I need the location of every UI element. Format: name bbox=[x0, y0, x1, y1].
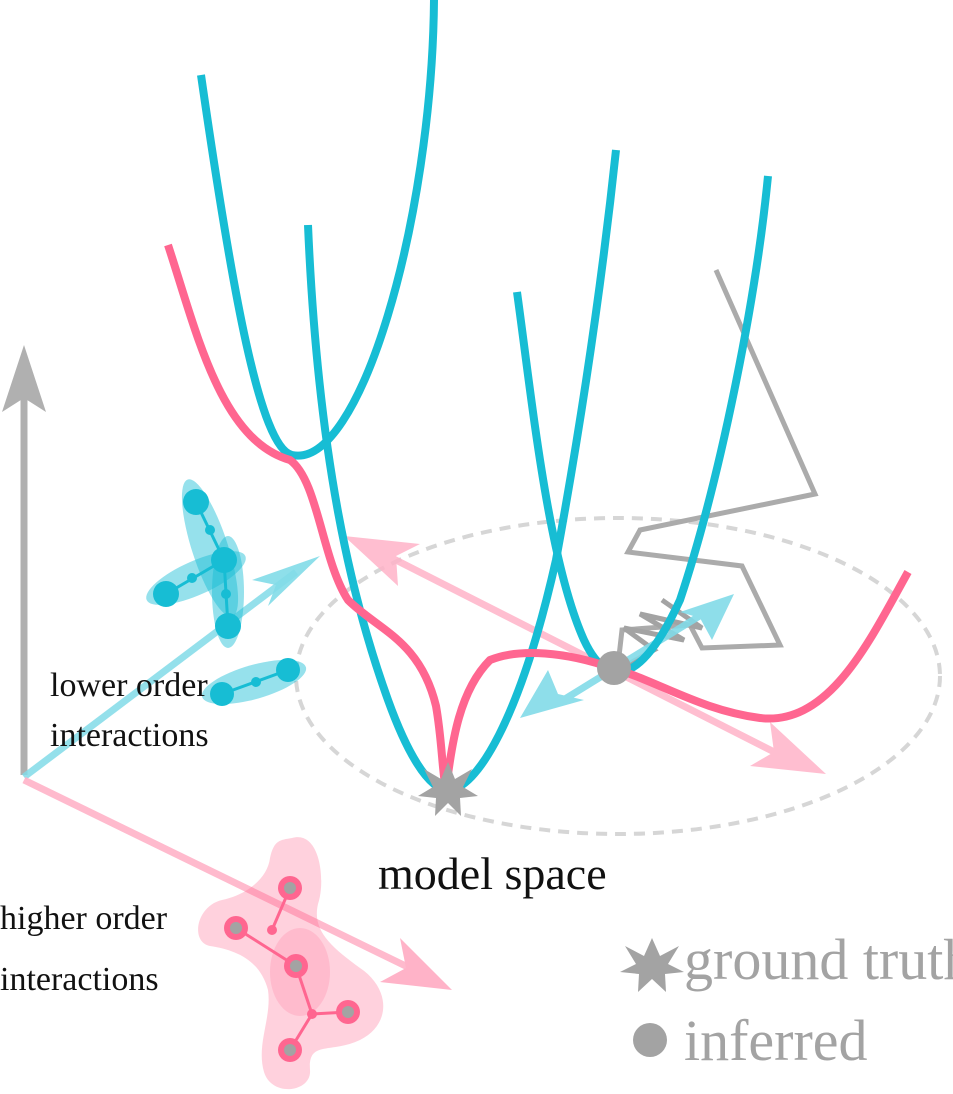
lower-order-label-line1: lower order bbox=[50, 667, 208, 704]
lower-order-glyph-small bbox=[201, 658, 307, 706]
cyan-parabola-1 bbox=[197, 0, 438, 460]
lower-order-axis-arrowhead bbox=[252, 556, 320, 606]
star-icon bbox=[620, 938, 684, 992]
dot-icon bbox=[633, 1023, 667, 1057]
inferred-marker bbox=[597, 651, 631, 685]
ground-truth-marker bbox=[418, 762, 478, 816]
axes bbox=[2, 345, 452, 990]
higher-order-axis-arrowhead bbox=[380, 938, 452, 990]
vertical-axis-arrowhead bbox=[2, 345, 46, 412]
legend-inferred: inferred bbox=[684, 1008, 868, 1073]
higher-order-label-line2: interactions bbox=[0, 961, 159, 998]
cyan-parabola-3 bbox=[513, 175, 772, 677]
cyan-double-arrow bbox=[520, 594, 734, 718]
higher-order-axis bbox=[22, 776, 420, 976]
lower-order-glyph-large bbox=[146, 479, 246, 648]
legend: ground truth inferred bbox=[620, 927, 953, 1073]
search-path bbox=[615, 268, 819, 666]
model-space-ellipse bbox=[294, 516, 942, 836]
higher-order-label-line1: higher order bbox=[0, 900, 168, 937]
higher-order-glyph bbox=[198, 837, 384, 1090]
model-space-label: model space bbox=[378, 848, 607, 899]
legend-ground-truth: ground truth bbox=[684, 927, 953, 992]
lower-order-axis bbox=[21, 569, 299, 780]
lower-order-label-line2: interactions bbox=[50, 717, 209, 754]
